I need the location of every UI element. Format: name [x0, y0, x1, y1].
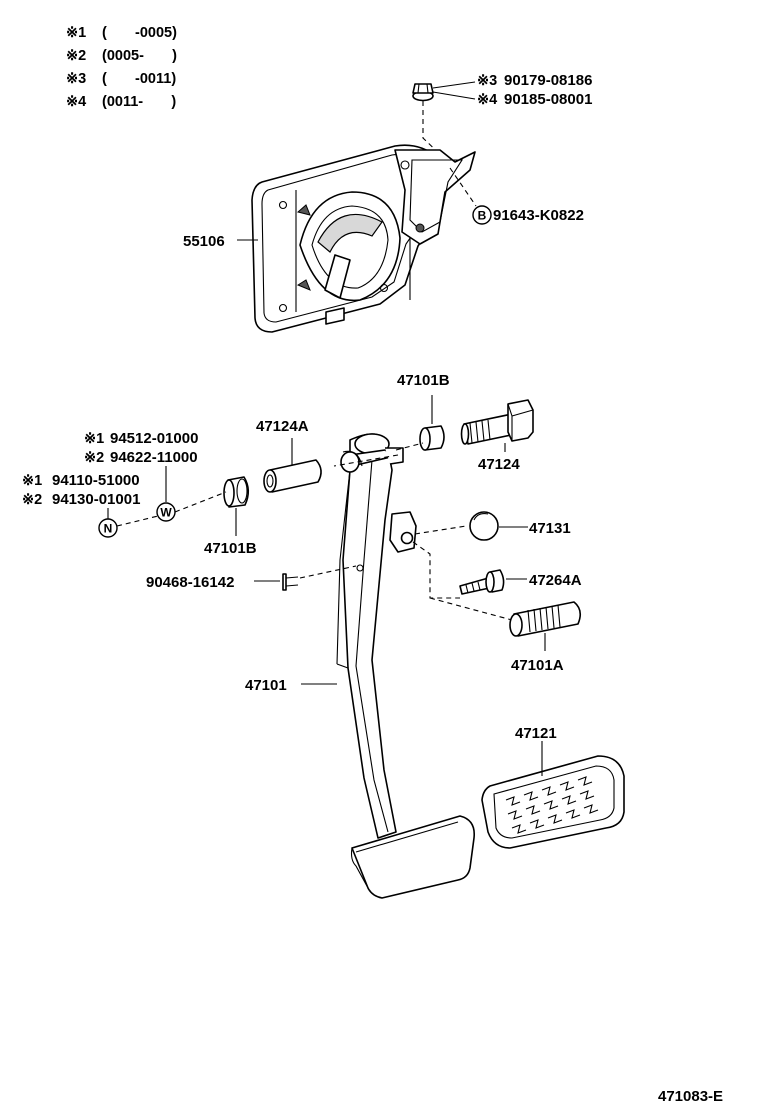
bolt-b-symbol: B — [472, 205, 492, 225]
w-washer-a-part-number: 94512-01000 — [110, 430, 198, 447]
note-range-4: (0011- ) — [102, 94, 176, 110]
bolt-axis-line — [333, 442, 424, 467]
bushing-left-drawing — [223, 476, 250, 536]
bushing-left-part-number: 47101B — [204, 540, 257, 557]
bolt-drawing — [460, 399, 534, 452]
w-washer-b-part-number: 94622-11000 — [110, 449, 198, 466]
nut-b-mark: ※4 — [477, 92, 497, 108]
note-range-3: ( -0011) — [102, 71, 176, 87]
n-nut-b-mark: ※2 — [22, 492, 42, 508]
diagram-code: 471083-E — [658, 1088, 723, 1105]
nut-b-part-number: 90185-08001 — [504, 91, 592, 108]
n-nut-a-mark: ※1 — [22, 473, 42, 489]
spring-part-number: 47101A — [511, 657, 564, 674]
stopper-drawing — [414, 511, 528, 541]
n-nut-a-part-number: 94110-51000 — [52, 472, 140, 489]
pedal-arm-part-number: 47101 — [245, 677, 287, 694]
stopper-part-number: 47131 — [529, 520, 571, 537]
applicability-notes: ※1 ( -0005) ※2 (0005- ) ※3 ( -0011) ※4 (… — [66, 25, 177, 110]
nut-a-part-number: 90179-08186 — [504, 72, 592, 89]
bushing-top-drawing — [419, 395, 445, 451]
collar-drawing — [263, 438, 322, 493]
n-nut-b-part-number: 94130-01001 — [52, 491, 140, 508]
n-letter: N — [104, 522, 113, 536]
cushion-bolt-part-number: 47264A — [529, 572, 582, 589]
bolt-b-part-number: 91643-K0822 — [493, 207, 584, 224]
pedal-bracket-drawing — [237, 144, 477, 333]
pedal-face-drawing — [350, 815, 476, 899]
nut-a-mark: ※3 — [477, 73, 497, 89]
collar-part-number: 47124A — [256, 418, 309, 435]
pedal-pad-drawing — [481, 741, 625, 849]
flange-nut-drawing — [412, 81, 476, 163]
spring-drawing — [509, 601, 582, 651]
note-range-2: (0005- ) — [102, 48, 177, 64]
bolt-b-letter: B — [478, 209, 487, 223]
w-symbol: W — [156, 502, 176, 522]
note-range-1: ( -0005) — [102, 25, 177, 41]
w-n-leaders — [107, 466, 227, 527]
pedal-pad-part-number: 47121 — [515, 725, 557, 742]
note-mark-4: ※4 — [66, 94, 86, 110]
note-mark-2: ※2 — [66, 48, 86, 64]
n-symbol: N — [98, 518, 118, 538]
w-washer-a-mark: ※1 — [84, 431, 104, 447]
pin-drawing — [254, 565, 357, 591]
note-mark-3: ※3 — [66, 71, 86, 87]
bolt-part-number: 47124 — [478, 456, 520, 473]
pin-part-number: 90468-16142 — [146, 574, 234, 591]
note-mark-1: ※1 — [66, 25, 86, 41]
bushing-top-part-number: 47101B — [397, 372, 450, 389]
pedal-arm-drawing — [301, 433, 417, 839]
w-washer-b-mark: ※2 — [84, 450, 104, 466]
cushion-bolt-drawing — [412, 541, 527, 621]
bracket-part-number: 55106 — [183, 233, 225, 250]
w-letter: W — [160, 506, 172, 520]
